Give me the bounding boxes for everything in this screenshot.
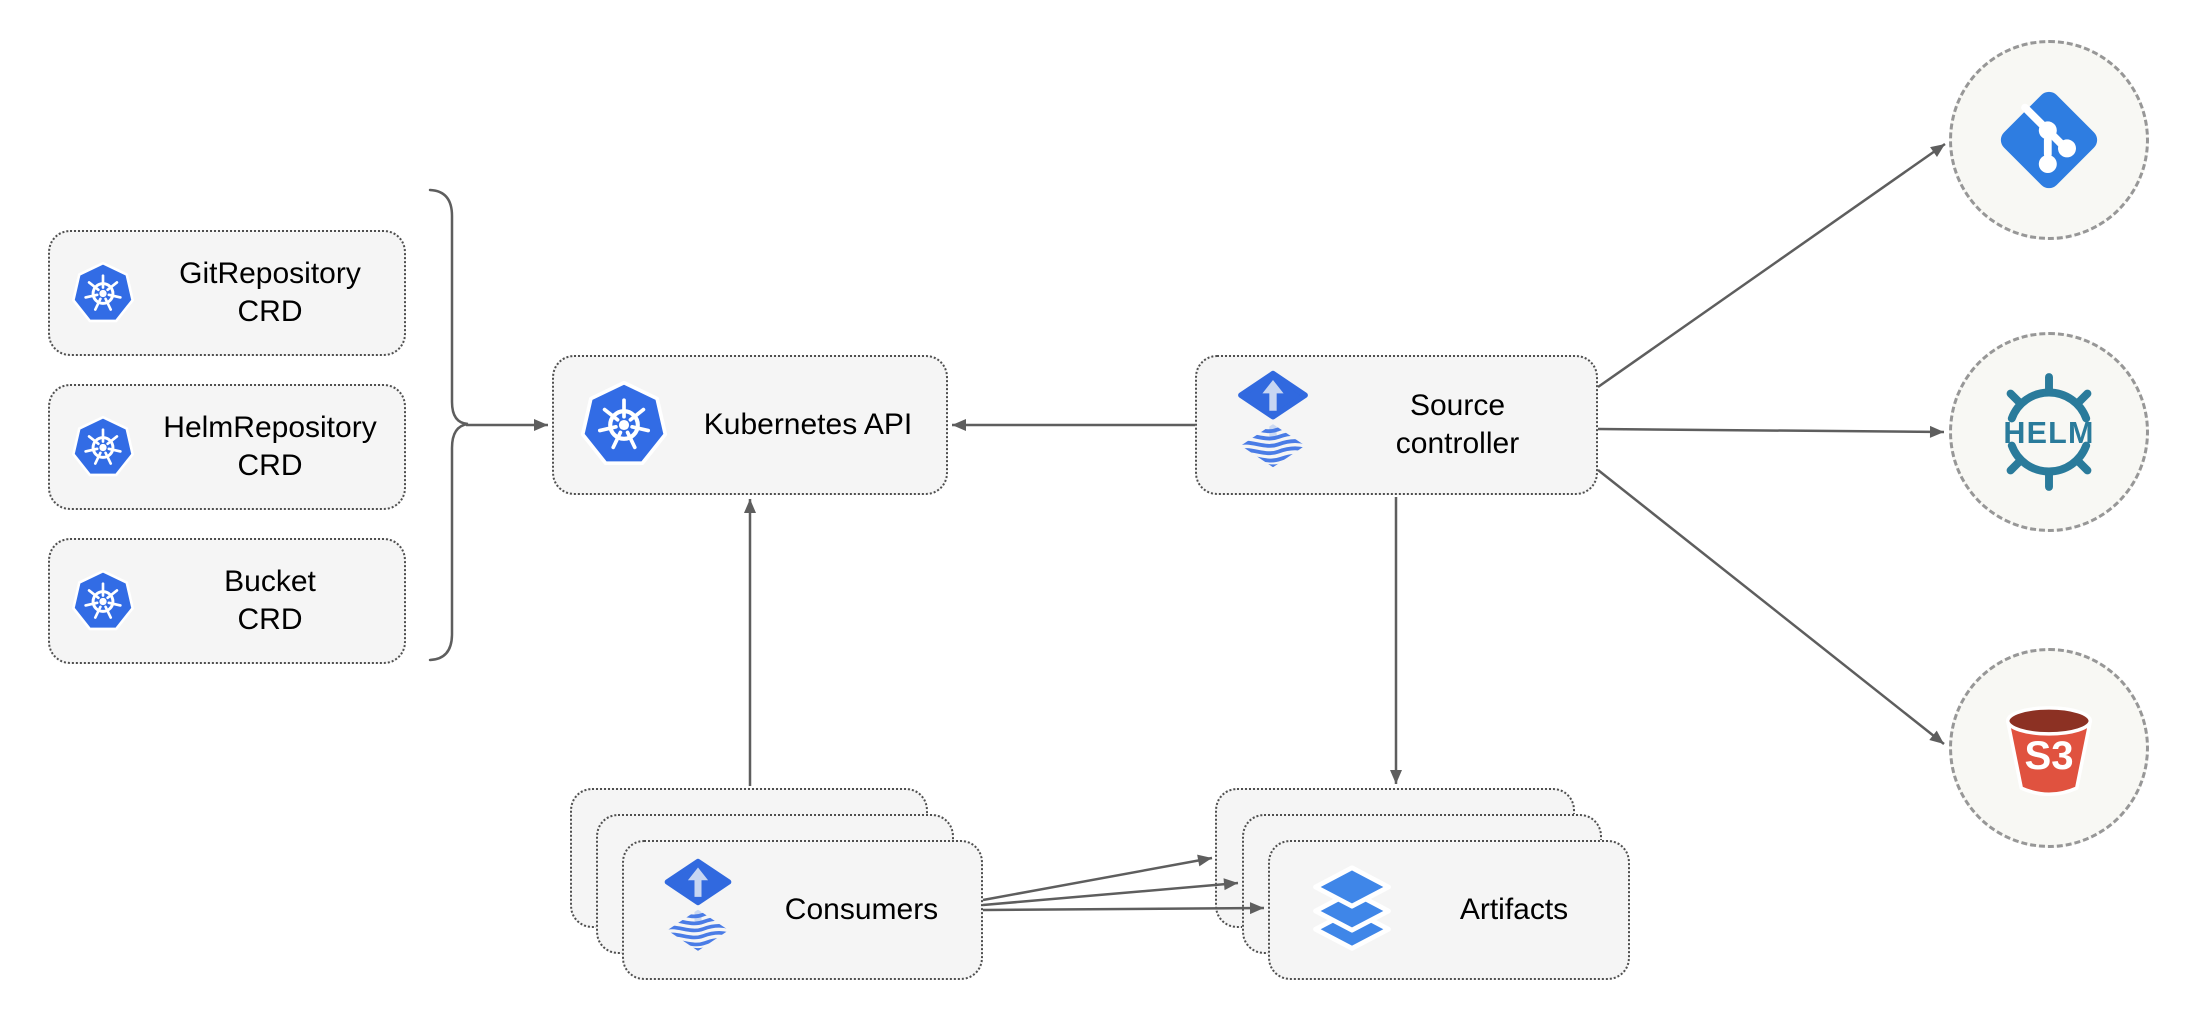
node-subtitle: controller [1395, 427, 1520, 460]
endpoint-helm: HELM [1949, 332, 2149, 532]
node-title: Kubernetes API [703, 408, 913, 441]
node-subtitle: CRD [237, 295, 303, 328]
s3-icon-text: S3 [2024, 733, 2073, 778]
edge-source-controller-to-helm [1597, 425, 1945, 438]
node-kubernetes-api: Kubernetes API [552, 355, 948, 495]
edge-source-controller-to-git [1597, 142, 1946, 389]
node-artifacts: Artifacts [1268, 840, 1630, 980]
node-title: Consumers [784, 893, 939, 926]
flux-icon [1227, 369, 1319, 481]
flux-icon [654, 857, 742, 964]
node-subtitle: CRD [237, 449, 303, 482]
node-title: Source [1409, 389, 1506, 422]
node-gitrepository-crd: GitRepository CRD [48, 230, 406, 356]
node-subtitle: CRD [237, 603, 303, 636]
kubernetes-icon [70, 567, 136, 636]
endpoint-git [1949, 40, 2149, 240]
node-consumers: Consumers [622, 840, 983, 980]
node-helmrepository-crd: HelmRepository CRD [48, 384, 406, 510]
s3-bucket-icon: S3 [2005, 706, 2093, 797]
edge-consumers-to-artifacts-2 [982, 878, 1239, 907]
kubernetes-icon [70, 259, 136, 328]
node-title: Bucket [224, 565, 316, 598]
helm-icon-text: HELM [2003, 416, 2094, 450]
kubernetes-icon [70, 413, 136, 482]
crd-group-bracket [428, 188, 469, 662]
edge-source-controller-to-s3 [1597, 469, 1945, 745]
layers-icon [1313, 865, 1391, 951]
node-title: GitRepository [179, 257, 361, 290]
node-title: HelmRepository [163, 411, 377, 444]
endpoint-s3: S3 [1949, 648, 2149, 848]
node-source-controller: Source controller [1195, 355, 1598, 495]
kubernetes-icon [578, 377, 670, 473]
node-bucket-crd: Bucket CRD [48, 538, 406, 664]
edge-consumers-to-artifacts-1 [982, 854, 1213, 902]
git-icon [2000, 91, 2098, 189]
helm-icon: HELM [2003, 373, 2094, 491]
node-title: Artifacts [1459, 893, 1569, 926]
